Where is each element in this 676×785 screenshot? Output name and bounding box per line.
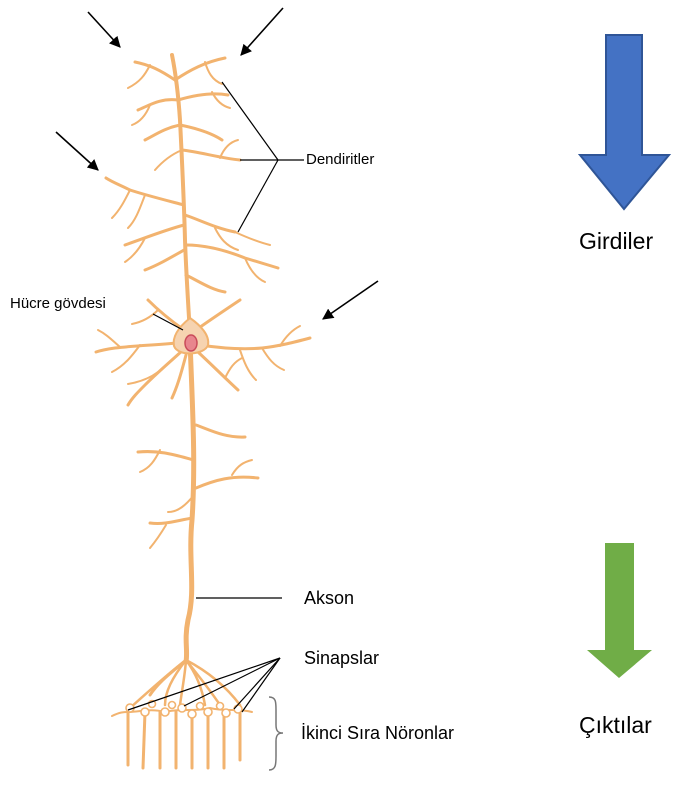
second-order-brace — [269, 697, 283, 770]
synapse-boutons — [126, 701, 242, 719]
arrow-diagonal-icon — [88, 12, 120, 47]
output-arrow-icon — [587, 543, 652, 678]
axon-collateral — [138, 452, 194, 460]
arrow-diagonal-icon — [323, 281, 378, 319]
nucleus — [185, 335, 197, 351]
axon-label: Akson — [304, 589, 354, 607]
axon-collateral — [196, 425, 245, 437]
axon-collateral — [150, 518, 193, 523]
cell-body-label: Hücre gövdesi — [10, 296, 106, 311]
leader-lines — [128, 82, 304, 712]
dendrites-label: Dendiritler — [306, 152, 374, 167]
inputs-label: Girdiler — [579, 230, 653, 253]
dendrites-leader — [222, 82, 304, 160]
axon-collateral — [196, 477, 258, 488]
synapses-label: Sinapslar — [304, 649, 379, 667]
arrow-diagonal-icon — [56, 132, 98, 170]
second-order-neurons-label: İkinci Sıra Nöronlar — [301, 724, 454, 742]
arrow-diagonal-icon — [241, 8, 283, 55]
outputs-label: Çıktılar — [579, 714, 652, 737]
input-arrow-icon — [580, 35, 669, 209]
